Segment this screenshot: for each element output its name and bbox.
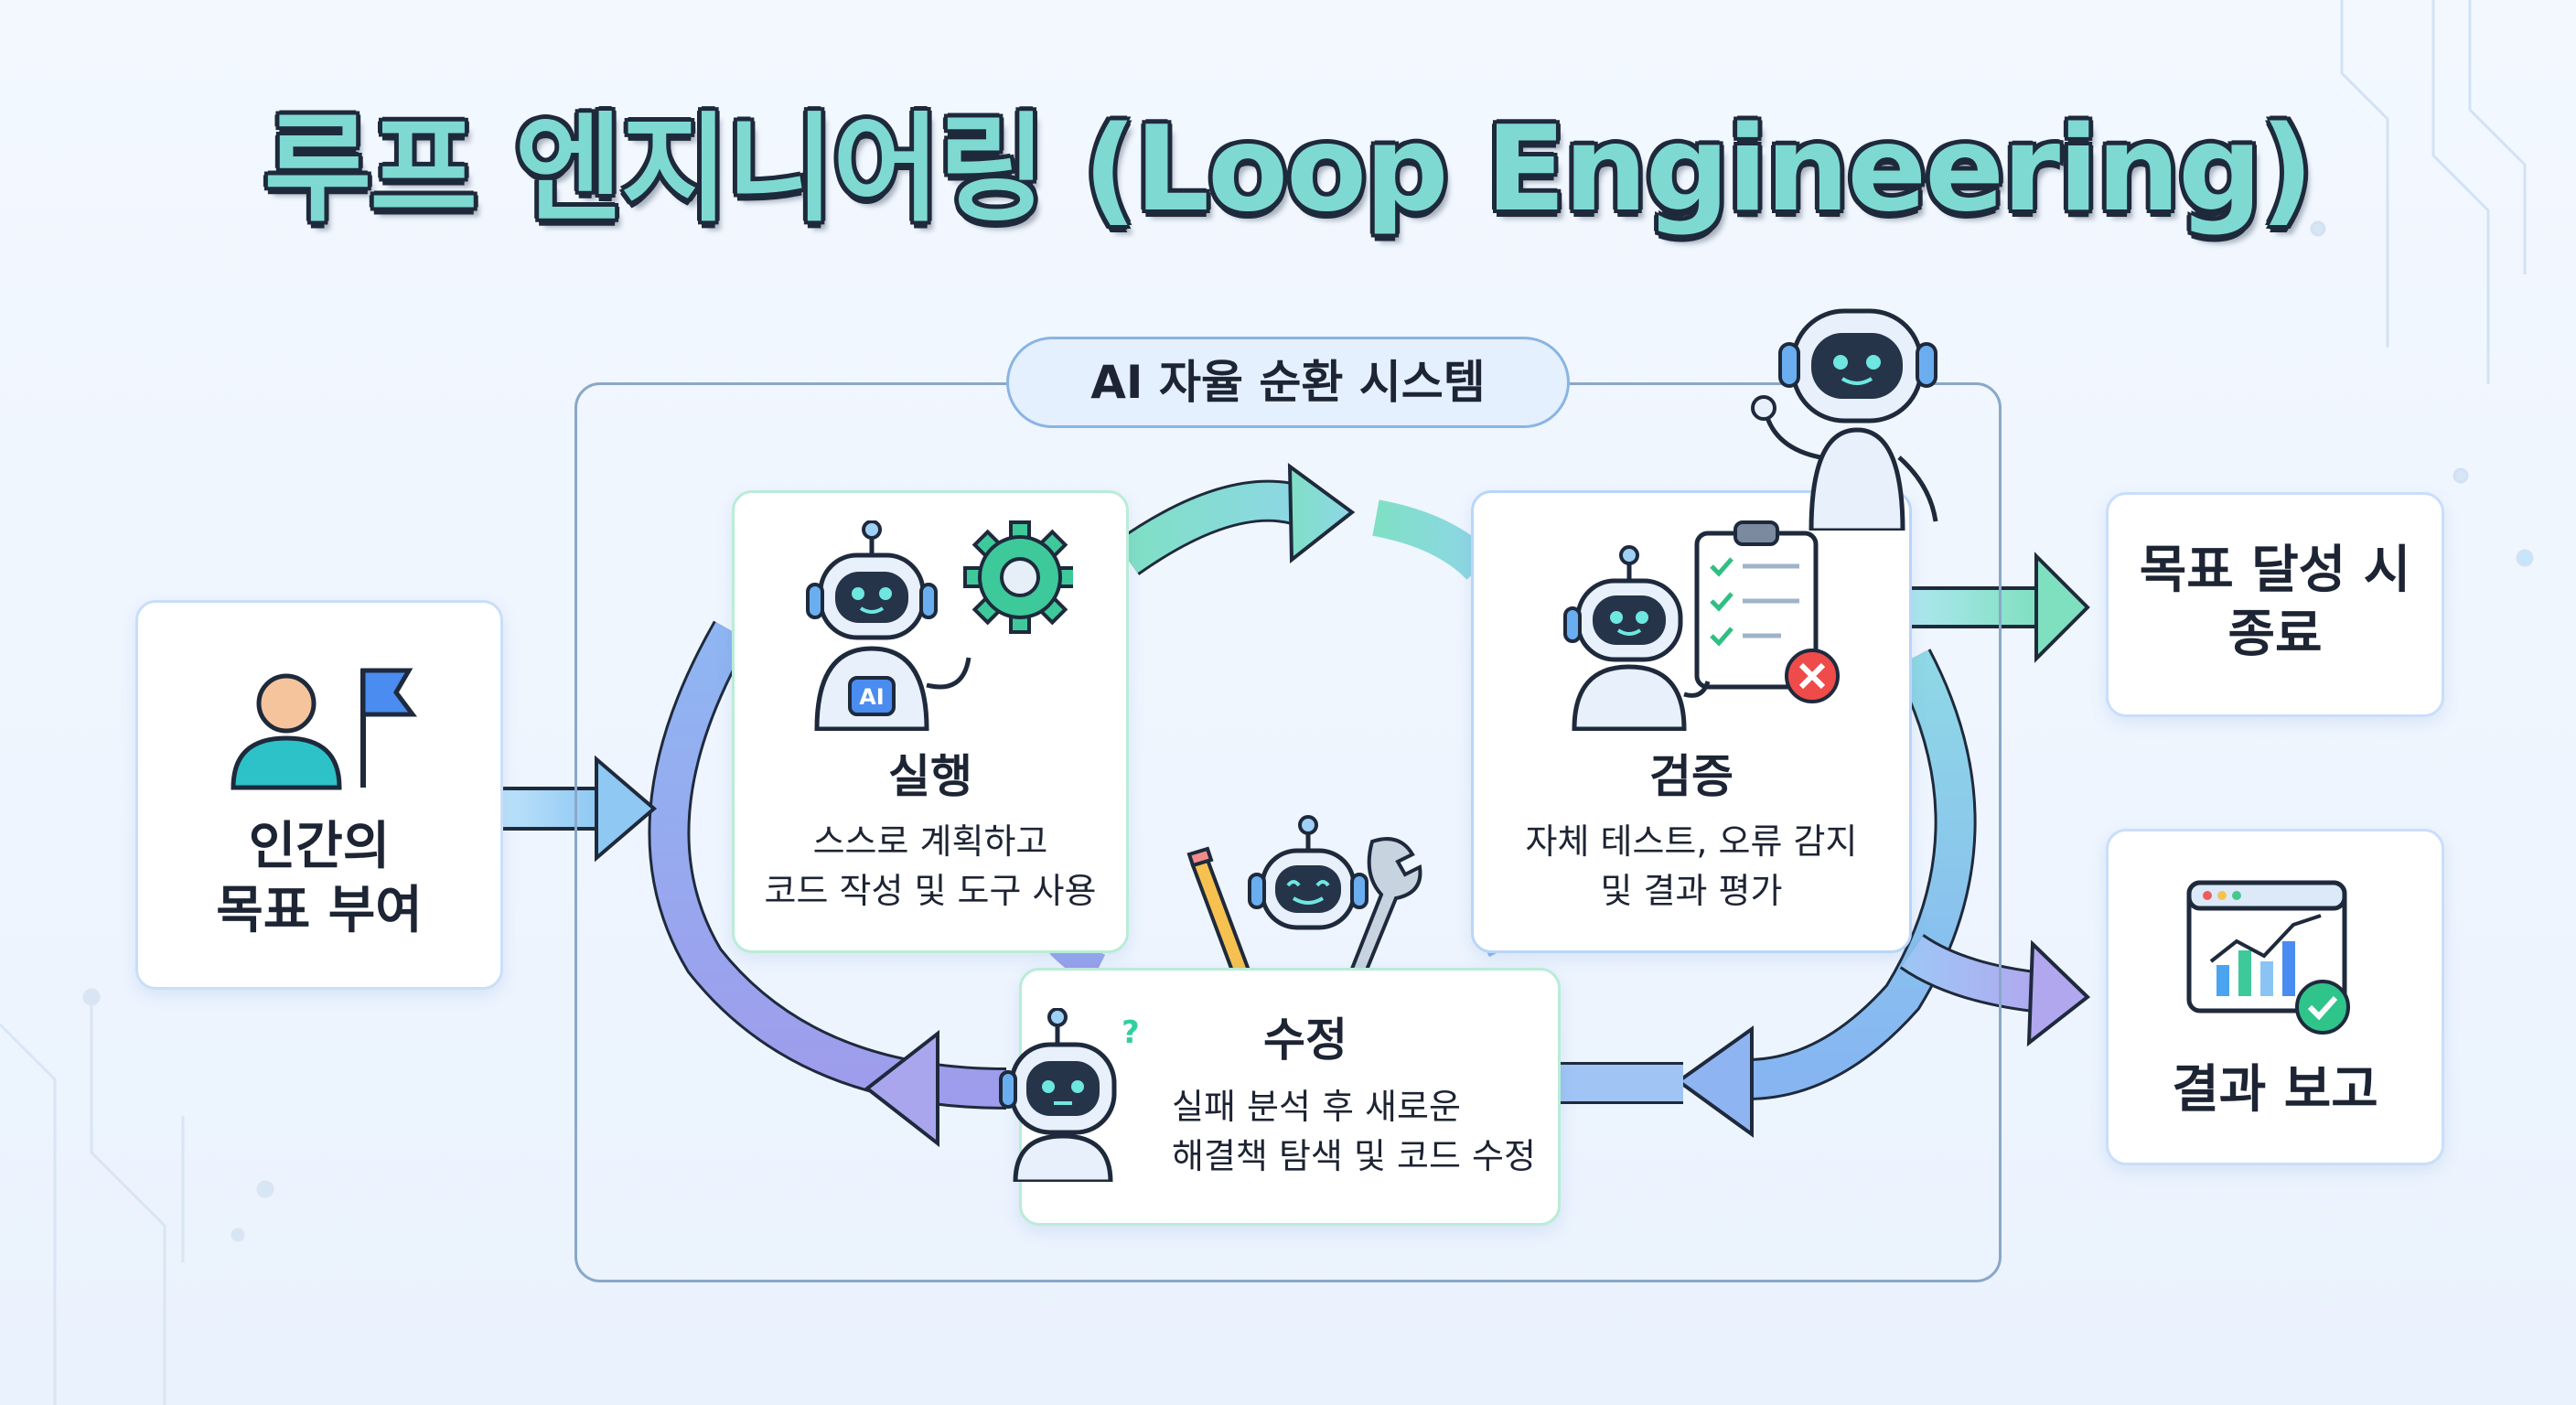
step-title-fix: 수정 xyxy=(1263,1014,1347,1067)
error-icon xyxy=(1785,649,1840,703)
step-desc-verify-2: 및 결과 평가 xyxy=(1600,871,1783,911)
output-card-done: 목표 달성 시 종료 xyxy=(2106,492,2444,717)
svg-text:?: ? xyxy=(1122,1014,1140,1051)
step-title-verify: 검증 xyxy=(1649,750,1733,803)
page-title: 루프 엔지니어링 (Loop Engineering) xyxy=(263,102,2314,238)
step-desc-fix-1: 실패 분석 후 새로운 xyxy=(1172,1087,1461,1127)
output-report-label: 결과 보고 xyxy=(2172,1060,2378,1120)
waving-robot-icon xyxy=(1751,308,1938,531)
wrench-icon xyxy=(1347,837,1422,981)
confused-robot-icon: ? xyxy=(999,1008,1140,1182)
step-card-fix: 수정 실패 분석 후 새로운 해결책 탐색 및 코드 수정 xyxy=(1019,968,1561,1226)
robot-clipboard-icon xyxy=(1563,520,1840,731)
circuit-decoration-left xyxy=(0,988,274,1405)
step-card-verify: 검증 자체 테스트, 오류 감지 및 결과 평가 xyxy=(1471,490,1912,953)
check-circle-icon xyxy=(2295,980,2350,1035)
person-flag-icon xyxy=(231,668,417,790)
robot-tools-icon xyxy=(1186,815,1422,997)
input-line2: 목표 부여 xyxy=(216,881,423,940)
output-card-report: 결과 보고 xyxy=(2106,829,2444,1165)
output-done-line1: 목표 달성 시 xyxy=(2139,541,2411,600)
step-desc-execute-2: 코드 작성 및 도구 사용 xyxy=(764,871,1097,911)
step-desc-fix-2: 해결책 탐색 및 코드 수정 xyxy=(1172,1136,1536,1176)
robot-gear-icon: AI xyxy=(806,520,1073,731)
chart-report-icon xyxy=(2186,880,2350,1035)
step-title-execute: 실행 xyxy=(888,750,972,803)
step-desc-verify-1: 자체 테스트, 오류 감지 xyxy=(1525,821,1858,862)
step-desc-execute-1: 스스로 계획하고 xyxy=(812,821,1048,862)
output-arrow-report xyxy=(1899,933,2091,1047)
input-line1: 인간의 xyxy=(248,817,391,876)
input-card: 인간의 목표 부여 xyxy=(135,600,503,990)
step-card-execute: AI 실행 스스로 계획하고 코드 작성 및 도구 사용 xyxy=(732,490,1129,953)
output-done-line2: 종료 xyxy=(2227,605,2323,664)
ai-badge: AI xyxy=(859,684,885,710)
gear-icon xyxy=(963,520,1073,634)
system-label: AI 자율 순환 시스템 xyxy=(1006,337,1570,428)
circuit-decoration-right xyxy=(2310,0,2534,567)
input-arrow xyxy=(497,755,658,863)
